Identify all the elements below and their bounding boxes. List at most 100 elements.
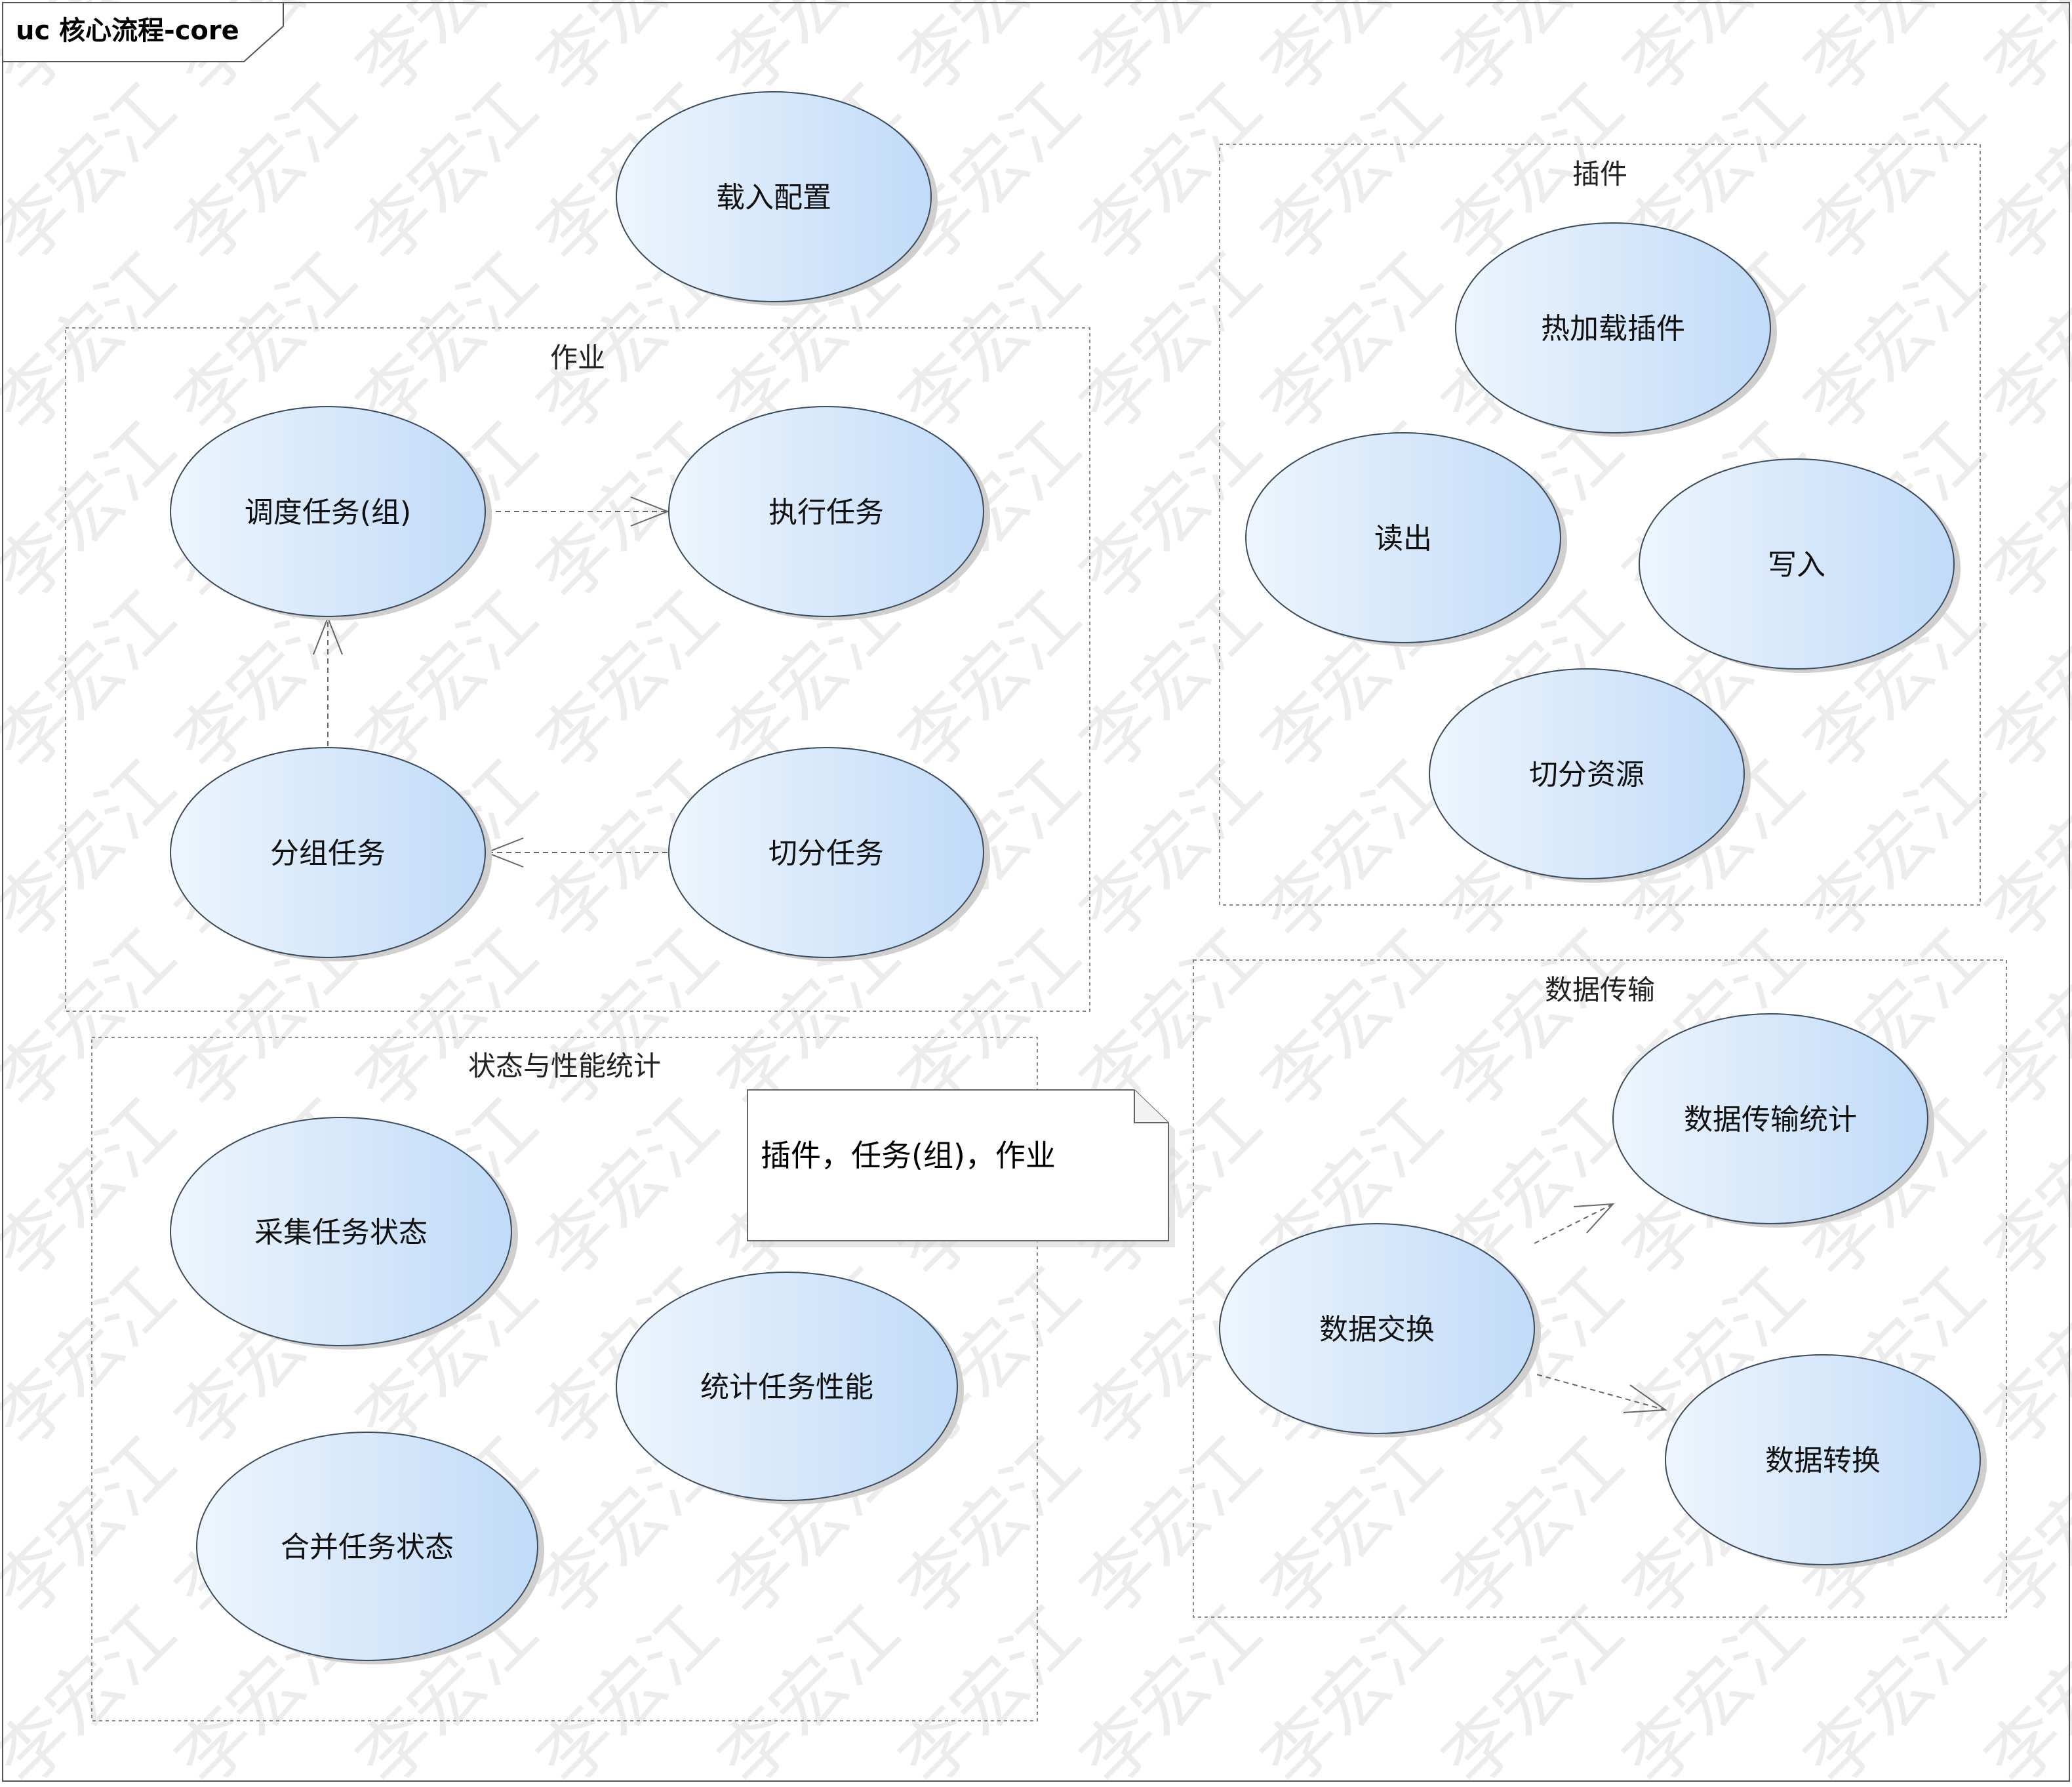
use-case-transfer-stats[interactable]: 数据传输统计 [1612, 1013, 1934, 1228]
use-case-load-config[interactable]: 载入配置 [616, 91, 938, 306]
watermark-text: 李宏江 [884, 575, 1096, 788]
package-stats[interactable]: 状态与性能统计 [91, 1037, 1038, 1721]
use-case-execute[interactable]: 执行任务 [668, 406, 990, 620]
use-case-label: 统计任务性能 [700, 1371, 873, 1404]
package-transfer[interactable]: 数据传输 [1193, 959, 2007, 1618]
watermark-text: 李宏江 [1065, 0, 1277, 110]
package-transfer-border [1193, 959, 2007, 1618]
use-case-task-performance[interactable]: 统计任务性能 [616, 1272, 964, 1504]
package-plugin[interactable]: 插件 [1219, 144, 1981, 906]
note-text: 插件，任务(组)，作业 [761, 1138, 1056, 1173]
use-case-label: 调度任务(组) [245, 496, 411, 529]
package-job-label: 作业 [550, 342, 605, 374]
note[interactable]: 插件，任务(组)，作业 [747, 1089, 1175, 1247]
watermark-text: 李宏江 [1789, 0, 2001, 110]
use-case-label: 写入 [1768, 548, 1825, 582]
watermark-text: 李宏江 [522, 914, 734, 1126]
note-body [747, 1089, 1169, 1241]
arrow-exchange-to-stats-head [1573, 1203, 1615, 1234]
use-case-ellipse [1639, 458, 1955, 670]
watermark-text: 李宏江 [1065, 406, 1277, 618]
arrow-exchange-to-convert-line [1536, 1374, 1666, 1411]
package-job-border [65, 327, 1090, 1012]
watermark-text: 李宏江 [522, 1590, 734, 1784]
connectors [313, 496, 1667, 1413]
watermark-text: 李宏江 [1065, 1421, 1277, 1634]
watermark-text: 李宏江 [1246, 68, 1458, 280]
use-case-label: 分组任务 [270, 837, 386, 870]
watermark-text: 李宏江 [1427, 1590, 1639, 1784]
package-plugin-border [1219, 144, 1981, 906]
use-case-label: 数据交换 [1319, 1313, 1435, 1346]
use-case-ellipse [196, 1432, 538, 1661]
package-stats-label: 状态与性能统计 [468, 1050, 661, 1082]
use-case-ellipse [1455, 222, 1771, 433]
use-case-write[interactable]: 写入 [1639, 458, 1961, 673]
watermark-text: 李宏江 [1065, 575, 1277, 788]
use-case-hot-load-plugin[interactable]: 热加载插件 [1455, 222, 1777, 437]
use-case-data-exchange[interactable]: 数据交换 [1219, 1223, 1541, 1437]
watermark-text: 李宏江 [1065, 1590, 1277, 1784]
use-case-label: 数据转换 [1765, 1444, 1881, 1477]
watermark-text: 李宏江 [1246, 237, 1458, 449]
use-case-ellipse [616, 91, 932, 302]
watermark-text: 李宏江 [1246, 914, 1458, 1126]
watermark-text: 李宏江 [1789, 68, 2001, 280]
watermark-text: 李宏江 [1789, 1590, 2001, 1784]
use-case-schedule[interactable]: 调度任务(组) [170, 406, 492, 620]
watermark-text: 李宏江 [1246, 0, 1458, 110]
watermark-text: 李宏江 [341, 68, 553, 280]
use-case-label: 切分资源 [1529, 758, 1644, 792]
package-transfer-label: 数据传输 [1545, 974, 1655, 1006]
use-case-read[interactable]: 读出 [1245, 432, 1567, 647]
watermark-text: 李宏江 [1427, 914, 1639, 1126]
watermark-text: 李宏江 [160, 68, 372, 280]
watermark-text: 李宏江 [1608, 1590, 1820, 1784]
watermark-text: 李宏江 [1065, 68, 1277, 280]
watermark-text: 李宏江 [884, 0, 1096, 110]
frame-title: uc 核心流程-core [16, 16, 239, 46]
frame-title-tab [2, 2, 284, 62]
watermark-text: 李宏江 [1246, 744, 1458, 957]
use-case-split[interactable]: 切分任务 [668, 747, 990, 961]
use-case-group[interactable]: 分组任务 [170, 747, 492, 961]
watermark-text: 李宏江 [1246, 1590, 1458, 1784]
watermark-text: 李宏江 [1970, 0, 2072, 110]
watermark-text: 李宏江 [1608, 0, 1820, 110]
watermark-text: 李宏江 [1065, 744, 1277, 957]
use-case-ellipse [1219, 1223, 1535, 1434]
package-job[interactable]: 作业 [65, 327, 1090, 1012]
use-case-label: 载入配置 [716, 181, 831, 214]
use-case-ellipse [668, 406, 984, 617]
watermark-text: 李宏江 [1427, 0, 1639, 110]
use-case-label: 合并任务状态 [281, 1531, 454, 1564]
watermark-text: 李宏江 [1246, 1421, 1458, 1634]
watermark-text: 李宏江 [522, 0, 734, 110]
package-stats-border [91, 1037, 1038, 1721]
use-case-ellipse [170, 747, 486, 958]
watermark-text: 李宏江 [341, 0, 553, 110]
use-case-label: 执行任务 [768, 496, 884, 529]
use-case-ellipse [1429, 668, 1745, 879]
use-case-ellipse [1245, 432, 1561, 643]
use-case-ellipse [616, 1272, 958, 1501]
use-case-data-convert[interactable]: 数据转换 [1665, 1354, 1987, 1569]
use-case-label: 采集任务状态 [254, 1216, 428, 1249]
use-case-collect-status[interactable]: 采集任务状态 [170, 1117, 518, 1350]
watermark-text: 李宏江 [522, 1083, 734, 1295]
use-case-split-resource[interactable]: 切分资源 [1429, 668, 1751, 883]
note-fold [1134, 1090, 1168, 1123]
watermark-text: 李宏江 [1789, 237, 2001, 449]
package-plugin-label: 插件 [1572, 158, 1627, 190]
use-case-ellipse [170, 1117, 512, 1346]
use-case-ellipse [1612, 1013, 1928, 1224]
use-case-ellipse [668, 747, 984, 958]
use-case-merge-status[interactable]: 合并任务状态 [196, 1432, 544, 1664]
watermark-text: 李宏江 [884, 237, 1096, 449]
use-case-label: 数据传输统计 [1684, 1103, 1857, 1136]
watermark-text: 李宏江 [884, 1590, 1096, 1784]
use-case-ellipse [1665, 1354, 1981, 1565]
